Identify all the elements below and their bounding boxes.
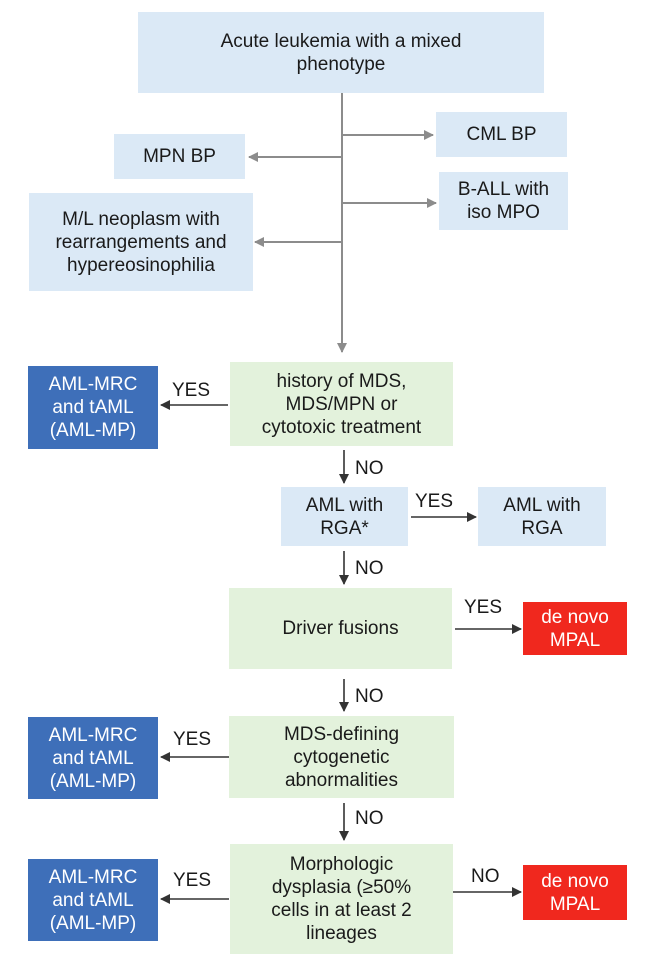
aml-rga-box: AML with RGA [478,487,606,546]
driver-no-label: NO [355,686,384,707]
driver-yes-label: YES [464,597,503,618]
acute-leukemia-box: Acute leukemia with a mixed phenotype [138,12,544,93]
morph-yes-label: YES [173,870,212,891]
morphologic-dysplasia-box: Morphologic dysplasia (≥50% cells in at … [230,844,453,954]
de-novo-mpal-box-2: de novo MPAL [523,865,627,920]
mpn-bp-box: MPN BP [114,134,245,179]
driver-fusions-box: Driver fusions [229,588,452,669]
cyto-yes-label: YES [173,729,212,750]
aml-mrc-box-3: AML-MRC and tAML (AML-MP) [28,859,158,941]
morph-no-label: NO [471,866,500,887]
rga-yes-label: YES [415,491,454,512]
history-yes-label: YES [172,380,211,401]
aml-rga-decision-box: AML with RGA* [281,487,408,546]
cml-bp-box: CML BP [436,112,567,157]
b-all-box: B-ALL with iso MPO [439,172,568,230]
history-decision-box: history of MDS, MDS/MPN or cytotoxic tre… [230,362,453,446]
ml-neoplasm-box: M/L neoplasm with rearrangements and hyp… [29,193,253,291]
de-novo-mpal-box-1: de novo MPAL [523,602,627,655]
mds-cytogenetic-box: MDS-defining cytogenetic abnormalities [229,716,454,798]
history-no-label: NO [355,458,384,479]
aml-mrc-box-2: AML-MRC and tAML (AML-MP) [28,717,158,799]
aml-mrc-box-1: AML-MRC and tAML (AML-MP) [28,366,158,449]
rga-no-label: NO [355,558,384,579]
cyto-no-label: NO [355,808,384,829]
